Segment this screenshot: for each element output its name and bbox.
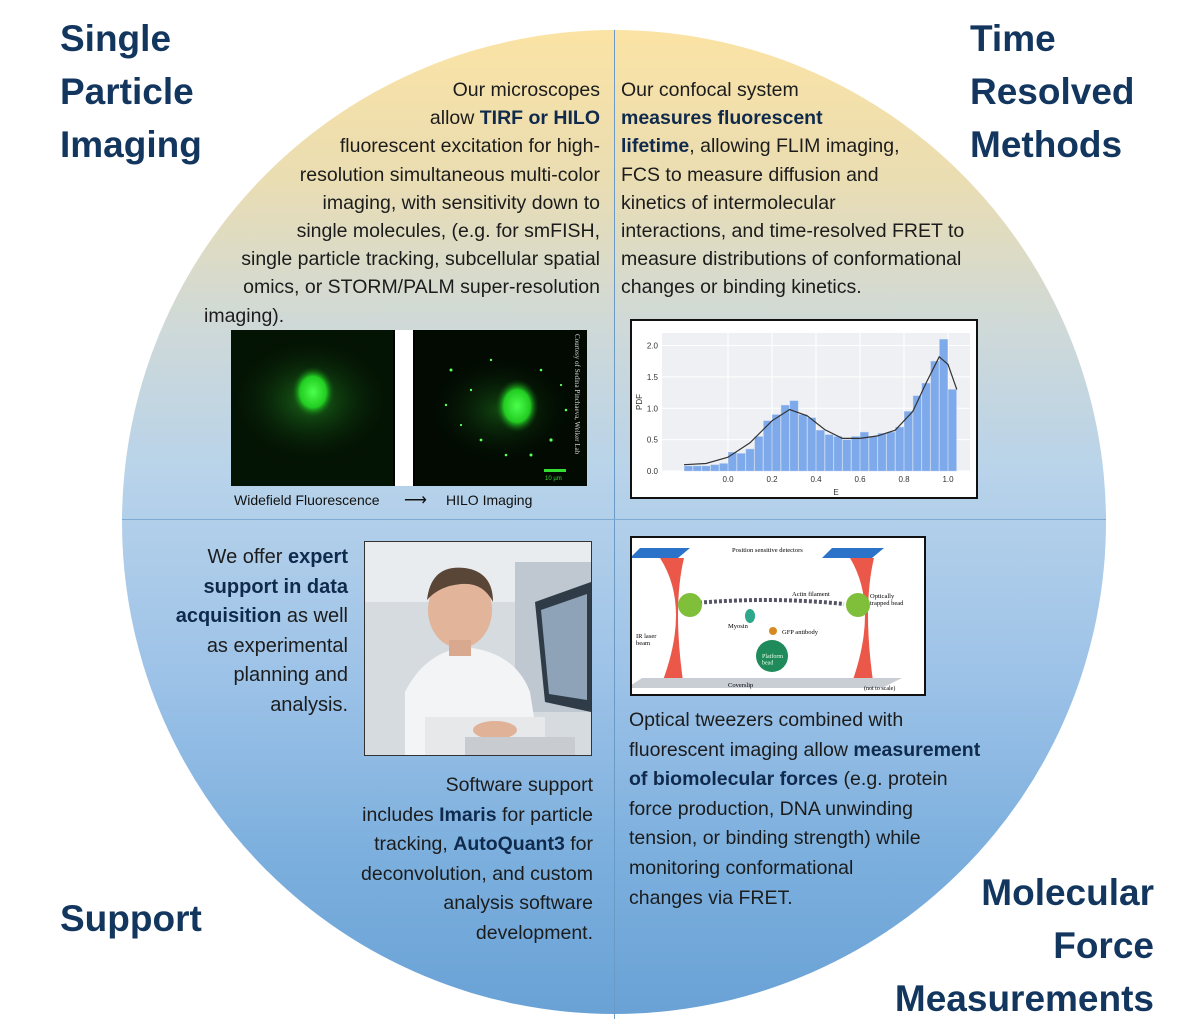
y-tick-label: 0.5	[647, 436, 659, 445]
histogram-bar	[710, 464, 720, 472]
microscopy-comparison-image: Courtesy of Sedina Pinchaeva, Welker Lab…	[221, 330, 587, 486]
histogram-bar	[877, 433, 887, 472]
histogram-bar	[772, 414, 781, 472]
software-description: Software support includes Imaris for par…	[361, 774, 593, 944]
x-tick-label: 0.4	[810, 475, 822, 484]
histogram-bar	[780, 404, 790, 472]
histogram-bar	[719, 463, 728, 472]
title-support: Support	[60, 898, 202, 939]
svg-text:Actin filament: Actin filament	[792, 591, 830, 598]
histogram-bar	[701, 465, 711, 472]
title-single-particle-imaging: Single Particle Imaging	[60, 18, 202, 165]
x-tick-label: 0.0	[722, 475, 734, 484]
svg-text:Myosin: Myosin	[728, 623, 749, 630]
caption-hilo: HILO Imaging	[446, 492, 533, 508]
svg-text:Coverslip: Coverslip	[728, 682, 753, 689]
histogram-bar	[824, 434, 834, 472]
histogram-bar	[939, 339, 948, 472]
histogram-bar	[895, 426, 904, 472]
y-tick-label: 2.0	[647, 342, 659, 351]
histogram-bar	[842, 439, 852, 472]
histogram-bar	[868, 436, 878, 472]
spi-description: Our microscopes allow TIRF or HILO fluor…	[204, 79, 600, 327]
force-description: Optical tweezers combined with fluoresce…	[629, 709, 981, 909]
scalebar-label: 10 µm	[545, 476, 562, 482]
quadrant-divider-vertical	[614, 30, 615, 1019]
caption-widefield: Widefield Fluorescence	[234, 492, 380, 508]
svg-text:Position sensitive detectors: Position sensitive detectors	[732, 547, 803, 554]
histogram-bar	[904, 411, 913, 472]
histogram-bar	[807, 417, 816, 472]
scientist-photo	[364, 541, 592, 756]
image-credit: Courtesy of Sedina Pinchaeva, Welker Lab	[573, 334, 581, 455]
arrow-icon: ⟶	[404, 492, 427, 509]
optical-tweezers-diagram: Position sensitive detectors Actin filam…	[627, 536, 926, 696]
x-tick-label: 0.2	[766, 475, 778, 484]
y-tick-label: 0.0	[647, 467, 659, 476]
histogram-bar	[860, 431, 869, 472]
x-tick-label: 0.6	[854, 475, 866, 484]
y-axis-label: PDF	[635, 394, 644, 410]
x-axis-label: E	[833, 488, 838, 497]
histogram-bar	[745, 448, 755, 472]
x-tick-label: 0.8	[898, 475, 910, 484]
histogram-bar	[833, 436, 843, 472]
title-molecular-force-measurements: Molecular Force Measurements	[894, 872, 1154, 1019]
histogram-bar	[763, 420, 772, 472]
title-time-resolved-methods: Time Resolved Methods	[970, 18, 1135, 165]
histogram-bar	[789, 400, 799, 472]
svg-text:GFP antibody: GFP antibody	[782, 629, 819, 636]
fit-curve	[683, 355, 958, 466]
histogram-bar	[886, 431, 896, 472]
trapped-bead-left	[678, 593, 702, 617]
y-tick-label: 1.0	[647, 404, 659, 413]
y-tick-label: 1.5	[647, 373, 659, 382]
trapped-bead-right	[846, 593, 870, 617]
histogram-bar	[948, 389, 957, 472]
histogram-bar	[851, 436, 860, 472]
histogram-bar	[754, 436, 764, 472]
scientist-illustration	[365, 542, 591, 755]
histogram-bar	[736, 453, 746, 472]
histogram-bar	[912, 395, 922, 472]
histogram-bar	[684, 465, 693, 472]
svg-text:(not to scale): (not to scale)	[864, 685, 895, 692]
histogram-bar	[798, 414, 808, 472]
histogram-bar	[921, 382, 931, 472]
support-description: We offer expert support in data acquisit…	[175, 546, 348, 716]
platform-bead	[756, 640, 788, 672]
quadrant-divider-horizontal	[122, 519, 1106, 520]
tweezers-svg: Position sensitive detectors Actin filam…	[627, 538, 924, 694]
histogram-bar	[816, 430, 825, 472]
histogram-bar	[930, 361, 940, 472]
trm-description: Our confocal system measures fluorescent…	[621, 79, 965, 299]
microscopy-cells-illustration: Courtesy of Sedina Pinchaeva, Welker Lab…	[221, 330, 587, 486]
x-tick-label: 1.0	[942, 475, 954, 484]
histogram-bar	[692, 465, 702, 472]
histogram-bar	[728, 451, 737, 472]
